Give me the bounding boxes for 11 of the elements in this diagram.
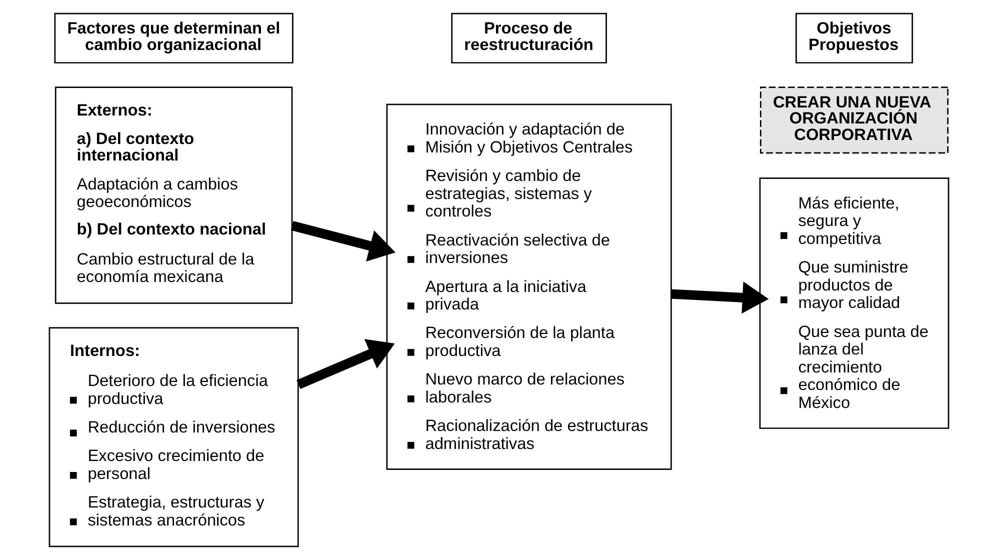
node-box: Externos: a) Del contexto internacional Adaptación a cambios geoeconómicos b) Del contexto nacional Cambio estructural de la economía mexicana bbox=[54, 86, 293, 304]
node-box: Proceso de reestructuración bbox=[451, 12, 607, 64]
node-box: Objetivos Propuestos bbox=[796, 12, 913, 64]
node-box: Innovación y adaptación de Misión y Objetivos Centrales Revisión y cambio de estrategias, sistemas y controles Reactivación selectiva de inversiones Apertura a la iniciativa privada Reconversión de la planta productiva Nuevo marco de relaciones laborales Racionalización de estructuras administrativas bbox=[386, 104, 672, 470]
node-box: Más eficiente, segura y competitiva Que suministre productos de mayor calidad Que sea punta de lanza del crecimiento económico de México bbox=[759, 178, 950, 429]
arrow bbox=[671, 282, 769, 314]
node-box: Internos: Deterioro de la eficiencia productiva Reducción de inversiones Excesivo crecimiento de personal Estrategia, estructuras y sistemas anacrónicos bbox=[48, 327, 299, 548]
arrow bbox=[296, 339, 395, 389]
node-box: Factores que determinan el cambio organizacional bbox=[54, 12, 294, 64]
arrow bbox=[290, 221, 396, 262]
node-box: CREAR UNA NUEVA ORGANIZACIÓN CORPORATIVA bbox=[760, 86, 949, 154]
